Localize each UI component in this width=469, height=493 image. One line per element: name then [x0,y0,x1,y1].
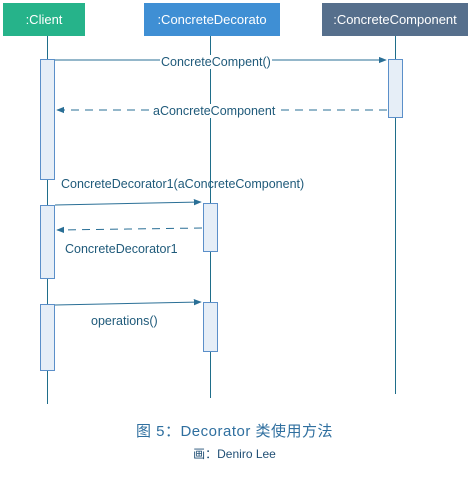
activation-client-2 [40,205,55,279]
participant-concrete-component: :ConcreteComponent [322,3,468,36]
figure-author: 画：Deniro Lee [193,447,276,461]
message-label-a-concrete-component: aConcreteComponent [152,104,277,118]
message-label-concrete-decorator1-return: ConcreteDecorator1 [64,242,179,256]
activation-client-1 [40,59,55,180]
activation-decorator-2 [203,302,218,352]
figure-caption: 图 5：Decorator 类使用方法 [135,423,334,440]
participant-client: :Client [3,3,85,36]
arrow-client-operations [54,298,202,306]
activation-client-3 [40,304,55,371]
activation-decorator-1 [203,203,218,252]
participant-concrete-decorator: :ConcreteDecorato [144,3,280,36]
message-label-concrete-compent: ConcreteCompent() [160,55,272,69]
arrow-client-to-decorator [54,198,202,206]
message-label-operations: operations() [90,314,159,328]
arrow-decorator-return [56,226,203,234]
activation-component-1 [388,59,403,118]
message-label-concrete-decorator1-call: ConcreteDecorator1(aConcreteComponent) [61,177,305,191]
lifeline-concrete-component [395,36,396,394]
